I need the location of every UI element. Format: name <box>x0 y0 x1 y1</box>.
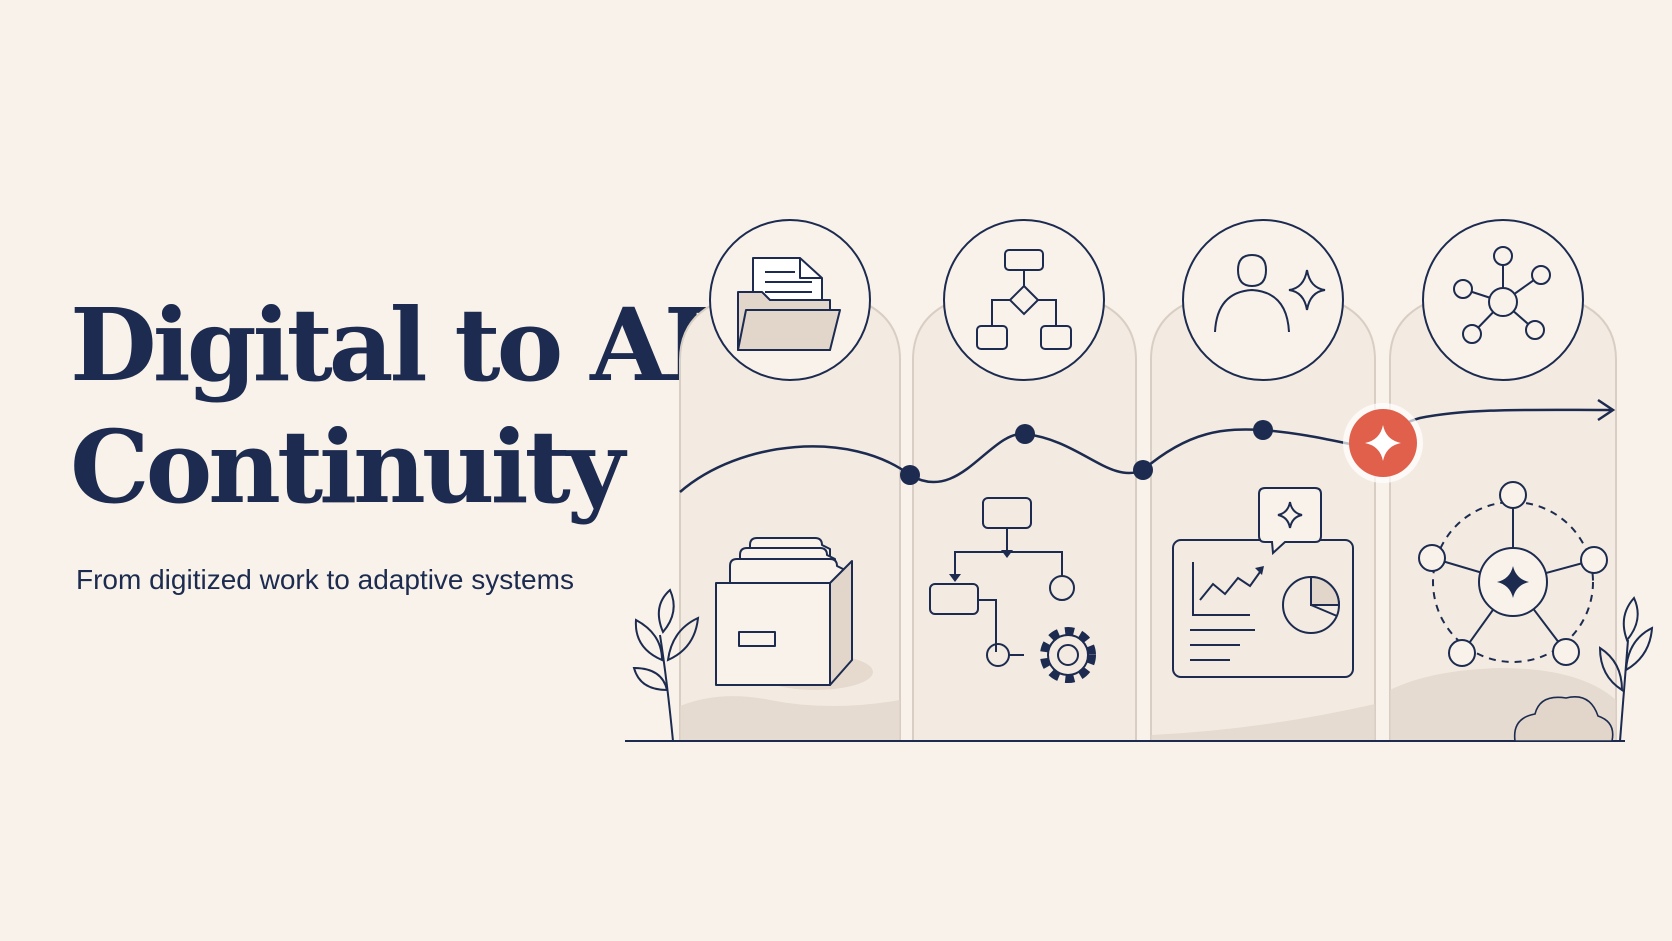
plant-left <box>632 588 700 742</box>
arrow-right-icon <box>1597 398 1616 422</box>
network-hub-icon <box>1453 246 1551 344</box>
top-circles <box>709 219 1584 381</box>
page-title: Digital to AI Continuity <box>70 284 710 528</box>
cloud-shape <box>1513 696 1614 742</box>
file-box-icon <box>715 537 873 690</box>
gear-icon <box>1040 627 1096 683</box>
stage-circle-2 <box>943 219 1105 381</box>
timeline-node-1 <box>900 465 920 485</box>
stage-circle-3 <box>1182 219 1344 381</box>
timeline-node-2 <box>1015 424 1035 444</box>
ai-network-icon <box>1418 481 1608 667</box>
timeline-node-4 <box>1253 420 1273 440</box>
timeline-accent-node <box>1343 403 1423 483</box>
process-gear-icon <box>929 497 1096 683</box>
plant-right <box>1598 596 1654 742</box>
timeline-nodes <box>900 420 1273 485</box>
ground-shade-3 <box>1151 704 1375 741</box>
workflow-icon <box>976 249 1072 350</box>
sparkle-icon <box>1365 425 1401 461</box>
page-subtitle: From digitized work to adaptive systems <box>76 564 574 595</box>
ground-shade-1 <box>680 696 900 741</box>
title-line-2: Continuity <box>70 408 625 526</box>
timeline-node-3 <box>1133 460 1153 480</box>
title-line-1: Digital to AI <box>70 286 710 404</box>
dashboard-insight-icon <box>1172 487 1354 678</box>
person-sparkle-icon <box>1214 253 1326 333</box>
folder-icon <box>737 257 841 351</box>
